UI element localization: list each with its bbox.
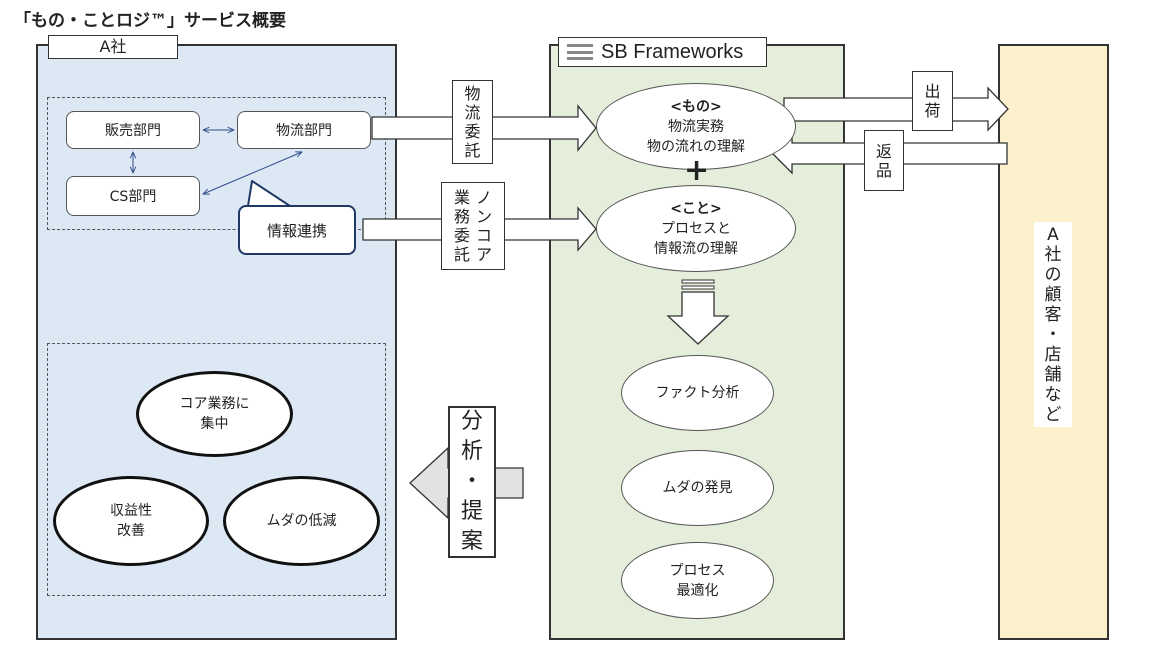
koto-ellipse: <こと> プロセスと 情報流の理解 bbox=[596, 185, 796, 272]
step-waste-discovery: ムダの発見 bbox=[621, 450, 774, 526]
callout-pointer bbox=[247, 180, 291, 207]
koto-heading: <こと> bbox=[670, 200, 722, 217]
label-noncore-outsource: 業務 委託 ノン コア bbox=[441, 182, 505, 270]
sb-frameworks-logo: SB Frameworks bbox=[558, 37, 767, 67]
label-shipment: 出荷 bbox=[912, 71, 953, 131]
dept-logistics: 物流部門 bbox=[237, 111, 371, 149]
link-cs-logistics bbox=[203, 152, 302, 194]
koto-line-1: プロセスと bbox=[661, 220, 731, 237]
step-process-optimization: プロセス 最適化 bbox=[621, 542, 774, 619]
benefit-profit-improvement: 収益性 改善 bbox=[53, 476, 209, 566]
mono-ellipse: <もの> 物流実務 物の流れの理解 bbox=[596, 83, 796, 170]
benefit-core-focus: コア業務に 集中 bbox=[136, 371, 293, 457]
dept-sales: 販売部門 bbox=[66, 111, 200, 149]
plus-sign: + bbox=[684, 153, 710, 188]
koto-line-2: 情報流の理解 bbox=[654, 240, 738, 257]
down-arrow-stripe-2 bbox=[681, 285, 715, 290]
step-fact-analysis: ファクト分析 bbox=[621, 355, 774, 431]
label-logistics-outsource: 物流 委託 bbox=[452, 80, 493, 164]
label-noncore-col2: ノン コア bbox=[476, 188, 493, 264]
label-noncore-col1: 業務 委託 bbox=[453, 188, 470, 264]
down-arrow-stripe-1 bbox=[681, 279, 715, 284]
company-a-label: A社 bbox=[48, 35, 178, 59]
departments-group bbox=[47, 97, 386, 230]
dept-cs: CS部門 bbox=[66, 176, 200, 216]
mono-line-1: 物流実務 bbox=[668, 118, 724, 135]
benefit-waste-reduction: ムダの低減 bbox=[223, 476, 380, 566]
page-title: 「もの・ことロジ™」サービス概要 bbox=[14, 11, 286, 31]
benefits-group bbox=[47, 343, 386, 596]
sb-frameworks-label: SB Frameworks bbox=[601, 40, 744, 63]
mono-line-2: 物の流れの理解 bbox=[647, 138, 745, 155]
logo-bars-icon bbox=[567, 44, 593, 60]
mono-heading: <もの> bbox=[670, 98, 722, 115]
label-returns: 返品 bbox=[864, 130, 904, 191]
label-analysis-proposal: 分析 ・提 案 bbox=[448, 406, 496, 558]
down-arrow bbox=[666, 291, 730, 345]
info-link-callout: 情報連携 bbox=[238, 205, 356, 255]
arrow-shipment bbox=[783, 86, 1009, 132]
